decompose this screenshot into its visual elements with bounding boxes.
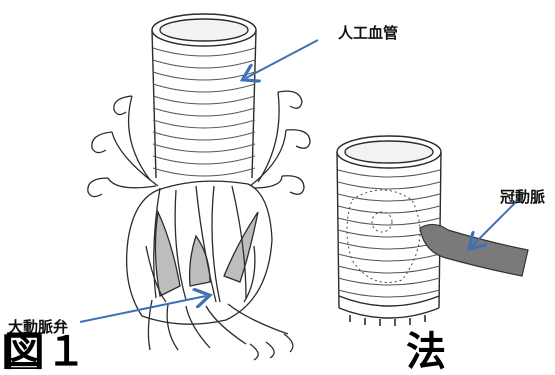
suture-line bbox=[346, 189, 421, 283]
graft-ring bbox=[152, 83, 256, 93]
label-aortic-valve: 大動脈弁 bbox=[8, 318, 69, 336]
caption-tail: 法 bbox=[406, 329, 448, 375]
small-graft-ring bbox=[337, 217, 441, 226]
small-graft-ring bbox=[337, 277, 441, 286]
label-graft: 人工血管 bbox=[338, 24, 399, 42]
arrow-graft bbox=[246, 39, 319, 78]
figure-caption: 図１ bbox=[4, 329, 88, 375]
graft-ring bbox=[152, 131, 256, 141]
arrow-aortic-valve bbox=[79, 296, 206, 323]
graft-tube-left bbox=[151, 13, 257, 179]
valve-structure bbox=[125, 180, 294, 361]
graft-ring bbox=[152, 167, 256, 177]
small-graft-ring bbox=[337, 193, 441, 202]
graft-ring bbox=[152, 107, 256, 117]
small-graft-ring bbox=[337, 253, 441, 262]
bottom-stitches bbox=[349, 315, 426, 326]
small-graft-ring bbox=[337, 181, 441, 190]
small-graft-ring bbox=[337, 289, 441, 298]
graft-ring bbox=[152, 155, 256, 165]
graft-ring bbox=[152, 59, 256, 69]
label-coronary: 冠動脈 bbox=[500, 188, 546, 206]
small-graft-ring bbox=[337, 205, 441, 214]
caption-figure-glyph bbox=[4, 334, 42, 369]
graft-rings bbox=[152, 47, 256, 177]
graft-ring bbox=[152, 47, 256, 57]
graft-ring bbox=[152, 143, 256, 153]
graft-ring bbox=[152, 71, 256, 81]
graft-ring bbox=[152, 119, 256, 129]
small-graft-ring bbox=[337, 265, 441, 274]
arrow-coronary bbox=[472, 197, 521, 246]
graft-ring bbox=[152, 95, 256, 105]
coronary-artery bbox=[419, 223, 529, 277]
hook-loops bbox=[87, 90, 311, 198]
small-graft-ring bbox=[337, 169, 441, 178]
